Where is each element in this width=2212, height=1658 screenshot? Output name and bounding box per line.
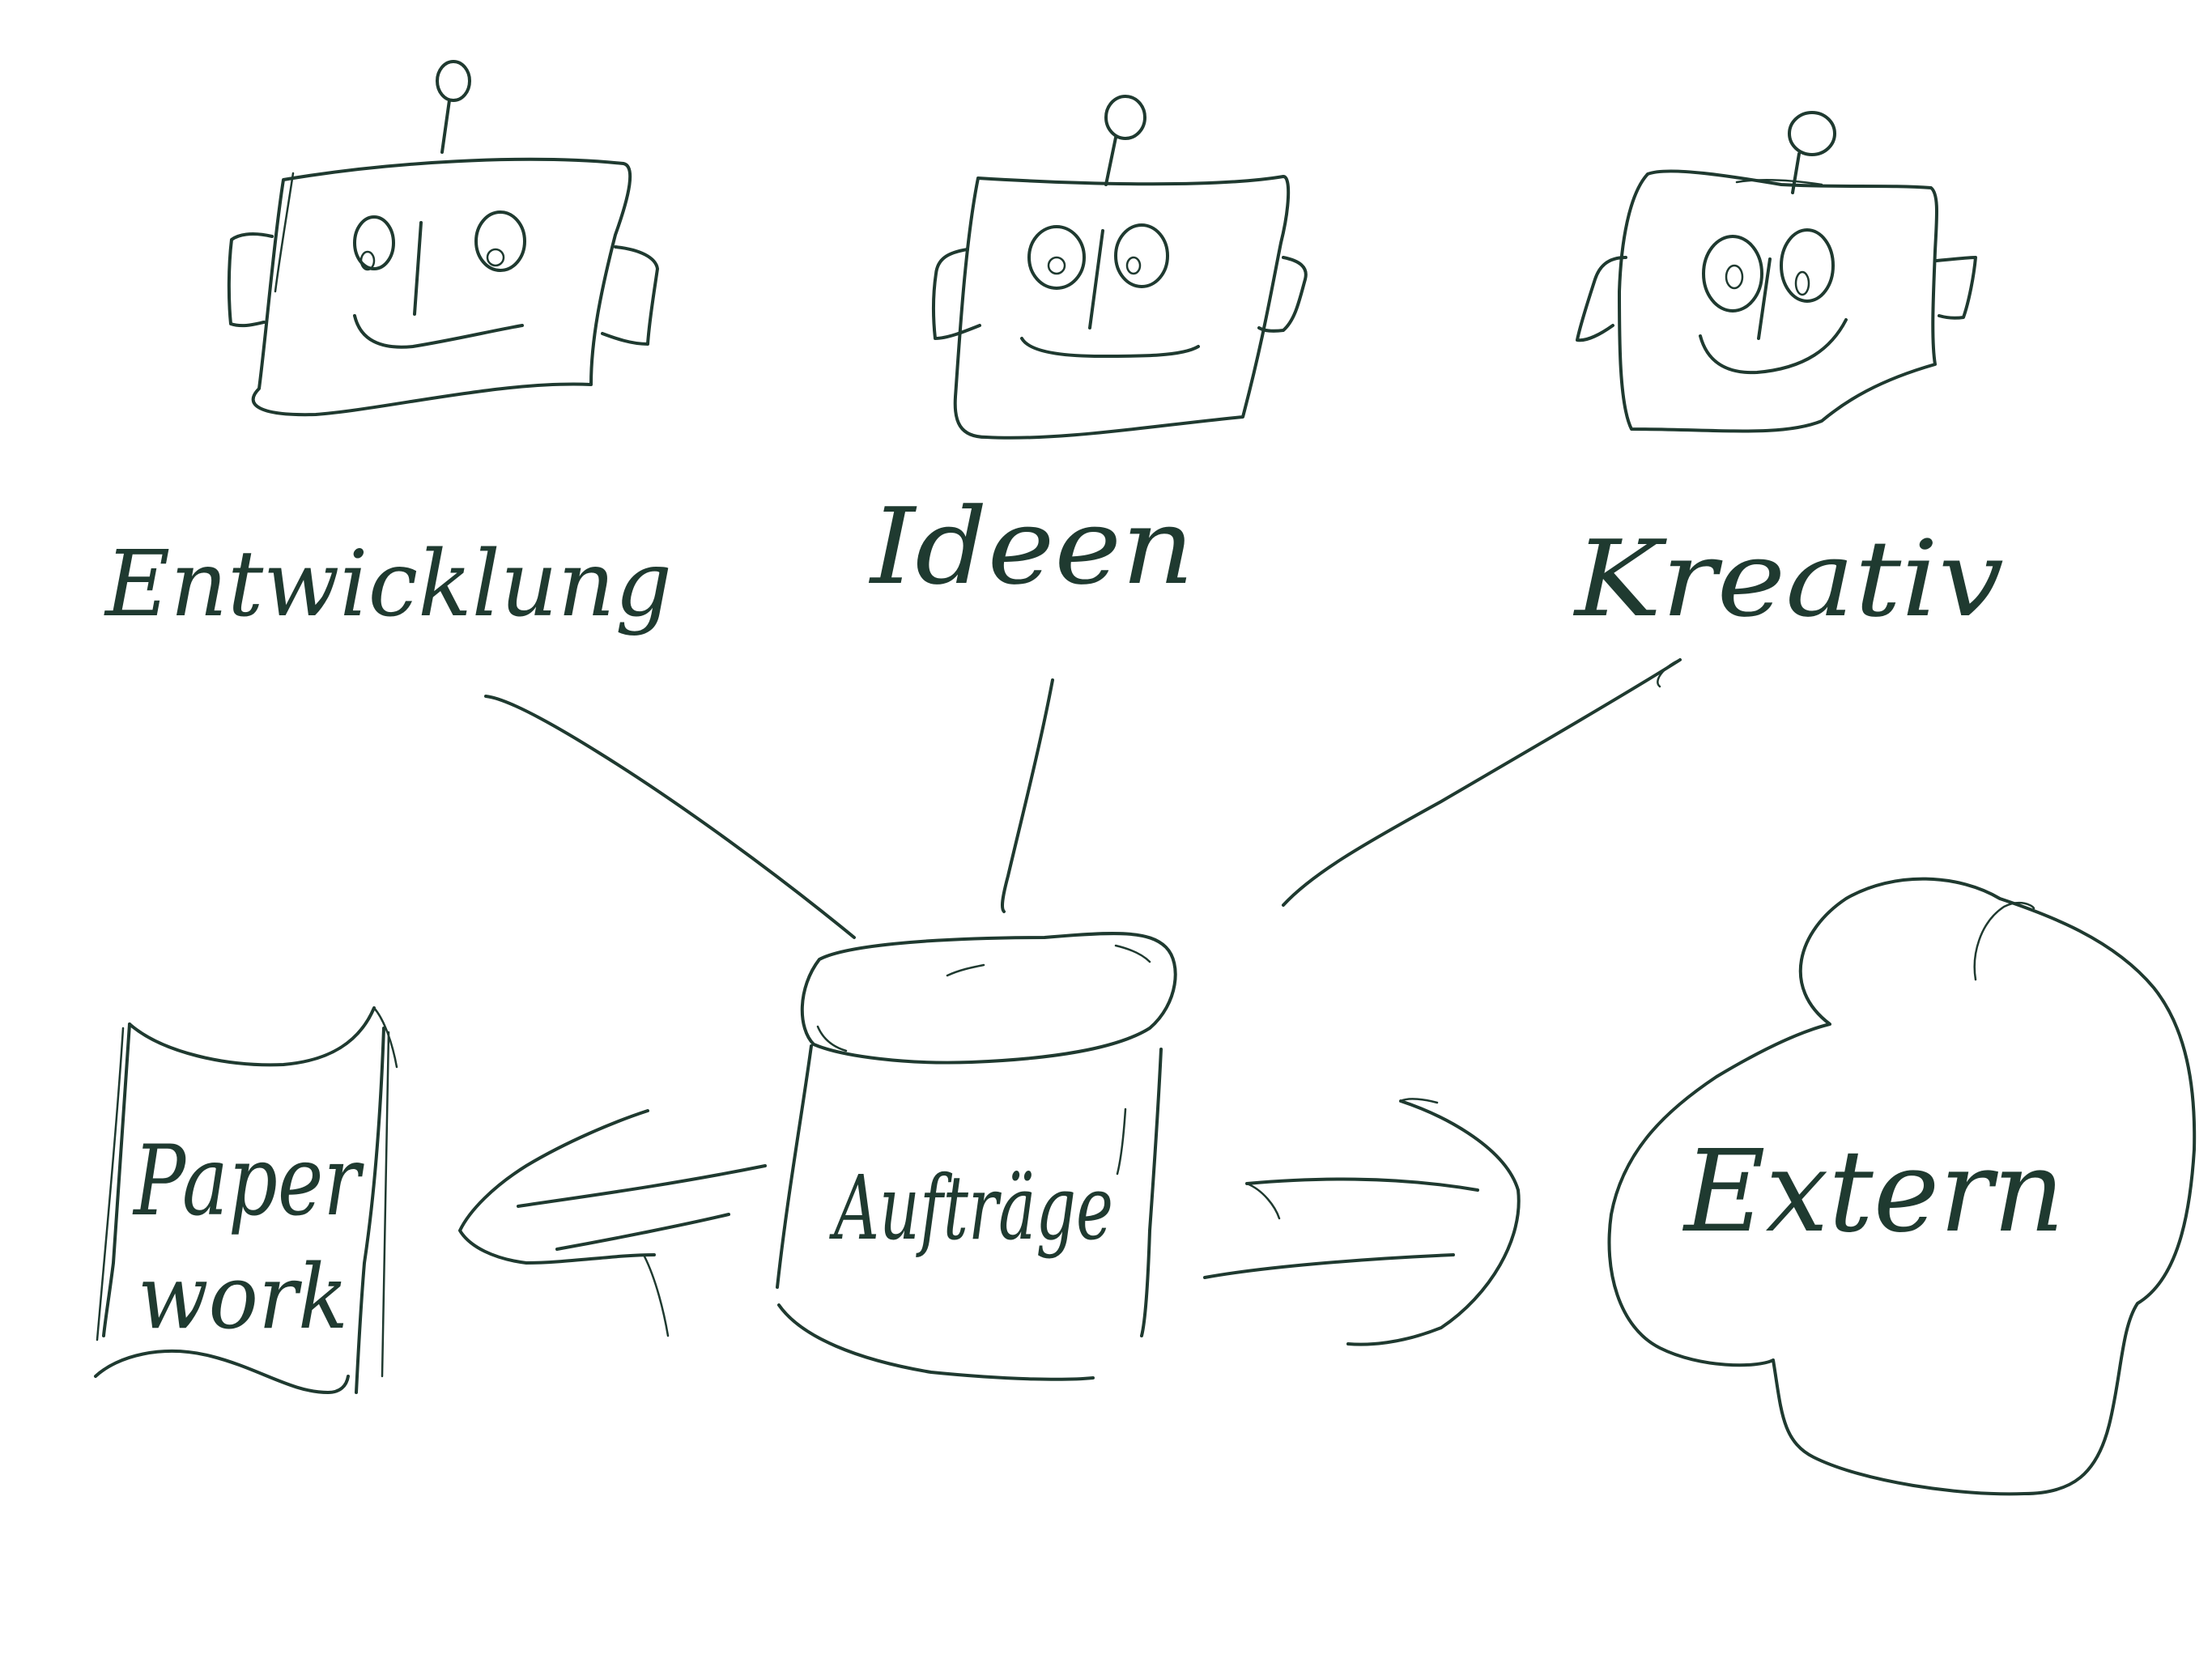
paperwork-scroll-top xyxy=(130,1008,374,1065)
arrow-to-paperwork-shaft-top xyxy=(518,1166,765,1206)
center-cylinder-right-inner xyxy=(1117,1109,1125,1174)
center-cylinder-right-side xyxy=(1142,1049,1161,1336)
label-auftraege: Aufträge xyxy=(829,1156,1113,1260)
label-ideen: Ideen xyxy=(869,485,1194,608)
paperwork-scroll-top-right-curl xyxy=(374,1008,397,1067)
label-paperwork-line2: work xyxy=(138,1245,348,1349)
robot-left-antenna-stem xyxy=(442,100,449,152)
robot-left-mouth xyxy=(355,316,522,347)
robot-middle-eye-right-pupil xyxy=(1127,257,1140,274)
robot-right-mouth xyxy=(1700,320,1846,372)
arrow-to-paperwork-head xyxy=(460,1111,654,1263)
arrow-to-extern-tick-1 xyxy=(1247,1184,1279,1218)
arrow-to-paperwork-shaft-bottom xyxy=(557,1214,729,1249)
robot-middle-antenna-stem xyxy=(1106,138,1116,185)
robot-middle-head xyxy=(955,176,1288,438)
robot-left-eye-right xyxy=(476,212,525,270)
robot-right-eye-left xyxy=(1704,236,1762,311)
robot-middle-mouth xyxy=(1022,338,1198,356)
robot-right-ear-right xyxy=(1937,257,1976,318)
arrow-to-paperwork-tail xyxy=(644,1256,668,1336)
label-paperwork-line1: Paper xyxy=(132,1125,364,1238)
robot-middle-eye-left-pupil xyxy=(1049,257,1065,274)
extern-cloud-inner-bump xyxy=(1975,903,2034,980)
center-cylinder-bottom xyxy=(779,1305,1093,1380)
robot-right-head xyxy=(1619,171,1937,431)
robot-left-ear-right xyxy=(602,247,657,344)
robot-middle-nose xyxy=(1090,231,1103,328)
arrow-to-extern-shaft-bottom xyxy=(1205,1255,1453,1278)
center-cylinder-left-side xyxy=(777,1046,811,1287)
robot-left-antenna-ball xyxy=(437,62,470,100)
robot-left-head xyxy=(253,159,631,414)
paperwork-scroll-bottom xyxy=(96,1351,348,1392)
robot-right-antenna-ball xyxy=(1789,113,1835,155)
paperwork-scroll-right-side xyxy=(356,1028,384,1392)
robot-left xyxy=(229,62,657,414)
robot-right xyxy=(1577,113,1976,432)
robot-right-eye-left-pupil xyxy=(1726,266,1742,288)
robot-left-ear-left xyxy=(229,234,272,325)
connector-left-robot-to-center xyxy=(486,696,854,937)
arrow-to-extern-shaft-top xyxy=(1247,1180,1478,1190)
robot-middle-eye-right xyxy=(1116,225,1168,287)
robot-middle xyxy=(934,96,1306,438)
arrow-to-extern xyxy=(1205,1099,1519,1344)
connector-middle-robot-to-center xyxy=(1002,680,1053,912)
robot-left-eye-right-pupil xyxy=(487,249,504,266)
robot-left-nose xyxy=(415,223,421,314)
label-kreativ: Kreativ xyxy=(1573,517,2004,640)
center-cylinder-lid-hl-1 xyxy=(947,965,984,976)
connector-right-robot-to-center xyxy=(1283,660,1680,905)
robot-middle-antenna-ball xyxy=(1106,96,1145,138)
center-cylinder-lid-hl-3 xyxy=(1116,946,1150,962)
robot-right-eye-right-pupil xyxy=(1796,272,1809,295)
label-entwicklung: Entwicklung xyxy=(104,532,672,637)
robot-middle-ear-left xyxy=(934,249,980,338)
arrow-to-extern-head xyxy=(1348,1101,1519,1345)
paperwork-scroll-right-side-2 xyxy=(382,1032,389,1376)
center-cylinder-lid xyxy=(802,933,1176,1063)
arrow-to-paperwork xyxy=(460,1111,765,1336)
paperwork-scroll-left-side xyxy=(104,1024,130,1336)
label-extern: Extern xyxy=(1682,1126,2065,1258)
